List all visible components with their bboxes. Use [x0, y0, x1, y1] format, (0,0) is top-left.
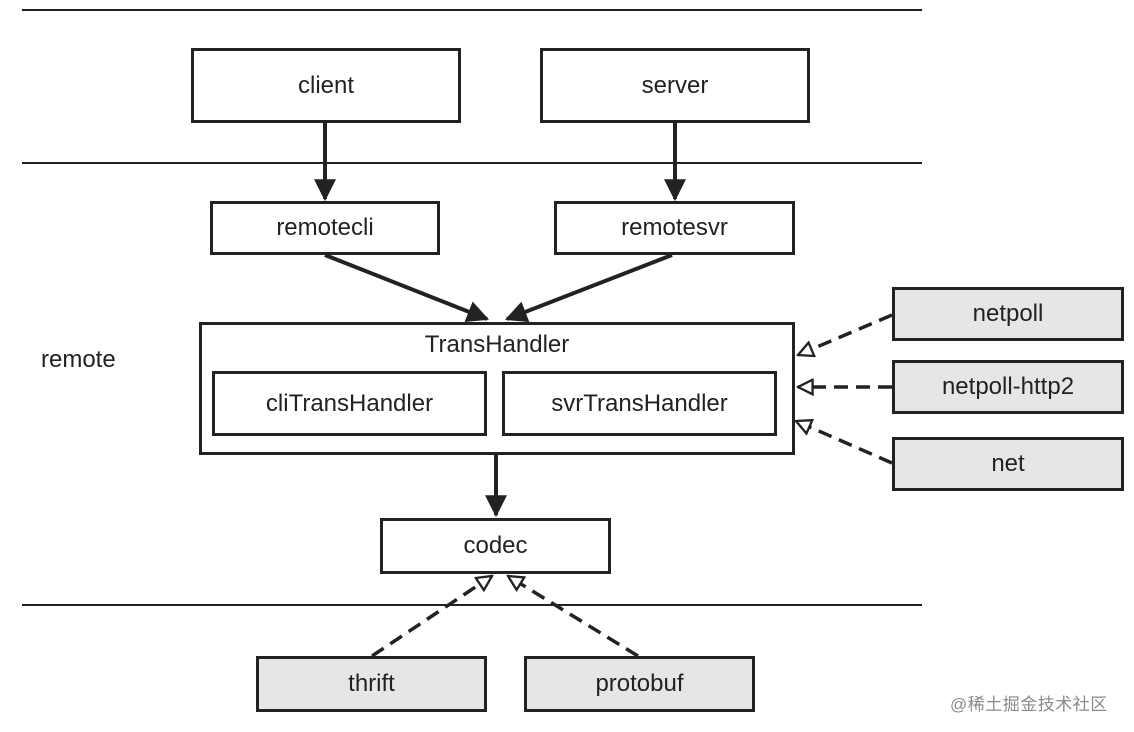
clitranshandler-box: cliTransHandler: [212, 371, 487, 436]
layer-divider-remote-codec: [22, 604, 922, 606]
codec-box: codec: [380, 518, 611, 574]
server-label: server: [641, 71, 709, 99]
server-box: server: [540, 48, 810, 123]
clitranshandler-label: cliTransHandler: [265, 389, 434, 417]
arrow-protobuf-implements-codec: [508, 574, 639, 658]
arrow-thrift-implements-codec: [371, 574, 492, 658]
remotesvr-box: remotesvr: [554, 201, 795, 255]
arrow-net-implements-transhandler: [796, 421, 893, 465]
net-label: net: [991, 450, 1025, 477]
arrow-netpoll-implements-transhandler: [798, 313, 893, 355]
layer-label-remote: remote: [41, 346, 116, 373]
client-box: client: [191, 48, 461, 123]
thrift-label: thrift: [348, 670, 395, 697]
protobuf-box: protobuf: [524, 656, 755, 712]
netpoll-box: netpoll: [892, 287, 1124, 341]
netpoll-label: netpoll: [972, 300, 1044, 327]
svrtranshandler-label: svrTransHandler: [551, 389, 728, 417]
remotesvr-label: remotesvr: [621, 214, 728, 241]
remotecli-label: remotecli: [276, 214, 374, 241]
layer-divider-top: [22, 9, 922, 11]
transhandler-label: TransHandler: [424, 331, 570, 358]
protobuf-label: protobuf: [595, 670, 684, 697]
svrtranshandler-box: svrTransHandler: [502, 371, 777, 436]
remotecli-box: remotecli: [210, 201, 440, 255]
arrow-remotesvr-to-transhandler: [504, 253, 673, 323]
layer-divider-app-remote: [22, 162, 922, 164]
thrift-box: thrift: [256, 656, 487, 712]
codec-label: codec: [463, 532, 528, 559]
arrow-remotecli-to-transhandler: [324, 253, 490, 322]
netpoll-http2-label: netpoll-http2: [941, 373, 1075, 400]
watermark: @稀土掘金技术社区: [950, 695, 1108, 714]
netpoll-http2-box: netpoll-http2: [892, 360, 1124, 414]
client-label: client: [297, 71, 355, 99]
net-box: net: [892, 437, 1124, 491]
